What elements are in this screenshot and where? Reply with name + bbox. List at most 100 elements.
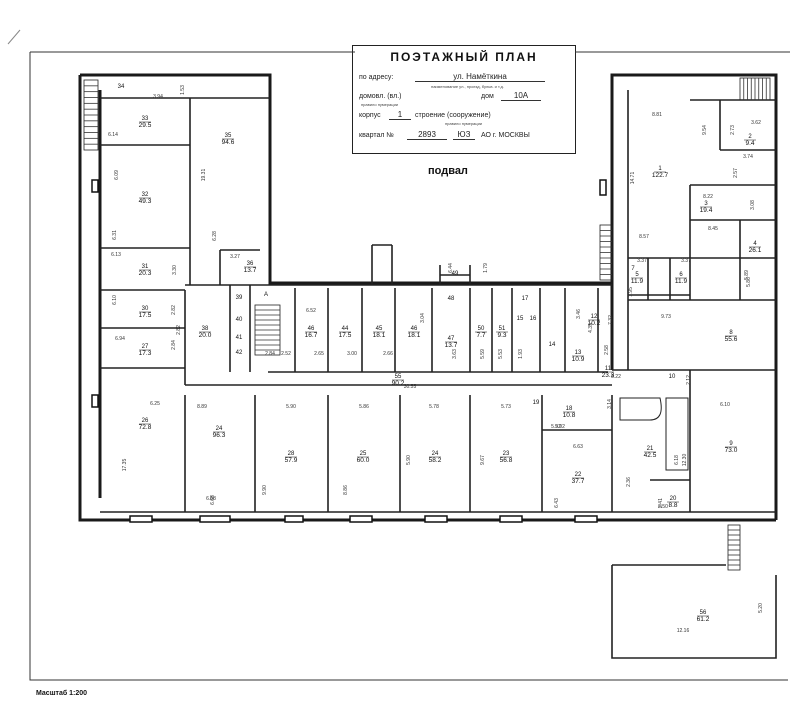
- room-number: 35: [225, 133, 232, 139]
- dimension-label: 2.58: [604, 345, 610, 355]
- room-area: 18.1: [373, 332, 386, 339]
- dimension-label: 6.28: [212, 231, 218, 241]
- room-area: 73.0: [725, 447, 738, 454]
- dimension-label: 17.35: [122, 459, 128, 472]
- room-r34: 34: [118, 84, 125, 90]
- windows: [91, 179, 607, 523]
- dimension-label: 2.57: [733, 168, 739, 178]
- room-area: 9.4: [745, 140, 754, 147]
- room-number: 55: [395, 374, 402, 380]
- room-r16: 16: [530, 316, 537, 322]
- room-rA: А: [264, 292, 268, 298]
- dimension-label: 6.09: [114, 170, 120, 180]
- room-number: 4: [753, 241, 757, 247]
- window: [349, 515, 373, 523]
- room-number: А: [264, 292, 268, 298]
- room-r6: 611.9: [675, 272, 688, 285]
- room-number: 11: [605, 366, 612, 372]
- room-number: 20: [670, 496, 677, 502]
- room-r8: 855.6: [725, 330, 738, 343]
- dimension-label: 5.78: [429, 404, 439, 410]
- dimension-label: 5.59: [480, 349, 486, 359]
- room-area: 55.6: [725, 336, 738, 343]
- room-area: 13.7: [445, 342, 458, 349]
- room-area: 49.3: [139, 198, 152, 205]
- room-number: 24: [216, 426, 223, 432]
- room-number: 30: [142, 306, 149, 312]
- dimension-label: 3.37: [681, 258, 691, 264]
- room-number: 12: [591, 314, 598, 320]
- room-r4: 426.1: [749, 241, 762, 254]
- house-note: правило нумерации: [361, 102, 399, 107]
- room-number: 47: [448, 336, 455, 342]
- dimension-label: 2.73: [730, 125, 736, 135]
- korpus-label: корпус: [359, 112, 381, 119]
- room-number: 14: [549, 342, 556, 348]
- room-r14: 14: [549, 342, 556, 348]
- room-number: 23: [503, 451, 510, 457]
- room-number: 46: [308, 326, 315, 332]
- room-number: 24: [432, 451, 439, 457]
- address-note: наименование ул., проезд, бульв. и т.д.: [431, 84, 504, 89]
- dimension-label: 6.68: [210, 495, 216, 505]
- room-number: 22: [575, 472, 582, 478]
- dimension-label: 9.54: [702, 125, 708, 135]
- room-number: 9: [729, 441, 733, 447]
- room-r48: 48: [448, 296, 455, 302]
- room-area: 17.5: [139, 312, 152, 319]
- dimension-label: 5.90: [286, 404, 296, 410]
- room-area: 23.3: [602, 372, 615, 379]
- room-number: 31: [142, 264, 149, 270]
- room-number: 27: [142, 344, 149, 350]
- dimension-label: 9.73: [661, 314, 671, 320]
- dimension-label: 8.89: [197, 404, 207, 410]
- dimension-label: 3.94: [153, 94, 163, 100]
- dimension-label: 3.62: [751, 120, 761, 126]
- window: [91, 179, 99, 193]
- room-r51: 519.3: [496, 326, 508, 339]
- dimension-label: 2.41: [658, 498, 664, 508]
- window: [599, 179, 607, 196]
- room-number: 28: [288, 451, 295, 457]
- kvartal-label: квартал №: [359, 132, 394, 139]
- room-number: 33: [142, 116, 149, 122]
- room-number: 10: [669, 374, 676, 380]
- room-area: 9.3: [497, 332, 506, 339]
- dimension-label: 5.86: [746, 277, 752, 287]
- stroenie-label: строение (сооружение): [415, 112, 491, 119]
- sheet-frame: [7, 29, 790, 681]
- room-area: 61.2: [697, 616, 710, 623]
- room-area: 42.5: [644, 452, 657, 459]
- room-number: 44: [342, 326, 349, 332]
- room-number: 19: [533, 400, 540, 406]
- window: [199, 515, 231, 523]
- room-number: 16: [530, 316, 537, 322]
- dimension-label: 2.50: [658, 504, 668, 510]
- room-area: 10.8: [563, 412, 576, 419]
- room-number: 13: [575, 350, 582, 356]
- dom-label: дом: [481, 93, 494, 100]
- room-r17: 17: [522, 296, 529, 302]
- dimension-label: 3.37: [637, 258, 647, 264]
- dimension-label: 30.55: [404, 384, 417, 390]
- dimension-label: 5.89: [744, 270, 750, 280]
- address-label: по адресу:: [359, 74, 394, 81]
- room-r3: 319.4: [700, 201, 713, 214]
- dimension-label: 6.13: [111, 252, 121, 258]
- dimension-label: 2.84: [171, 340, 177, 350]
- dimension-label: 1.79: [483, 263, 489, 273]
- room-r15: 15: [517, 316, 524, 322]
- room-area: 20.3: [139, 270, 152, 277]
- room-number: 32: [142, 192, 149, 198]
